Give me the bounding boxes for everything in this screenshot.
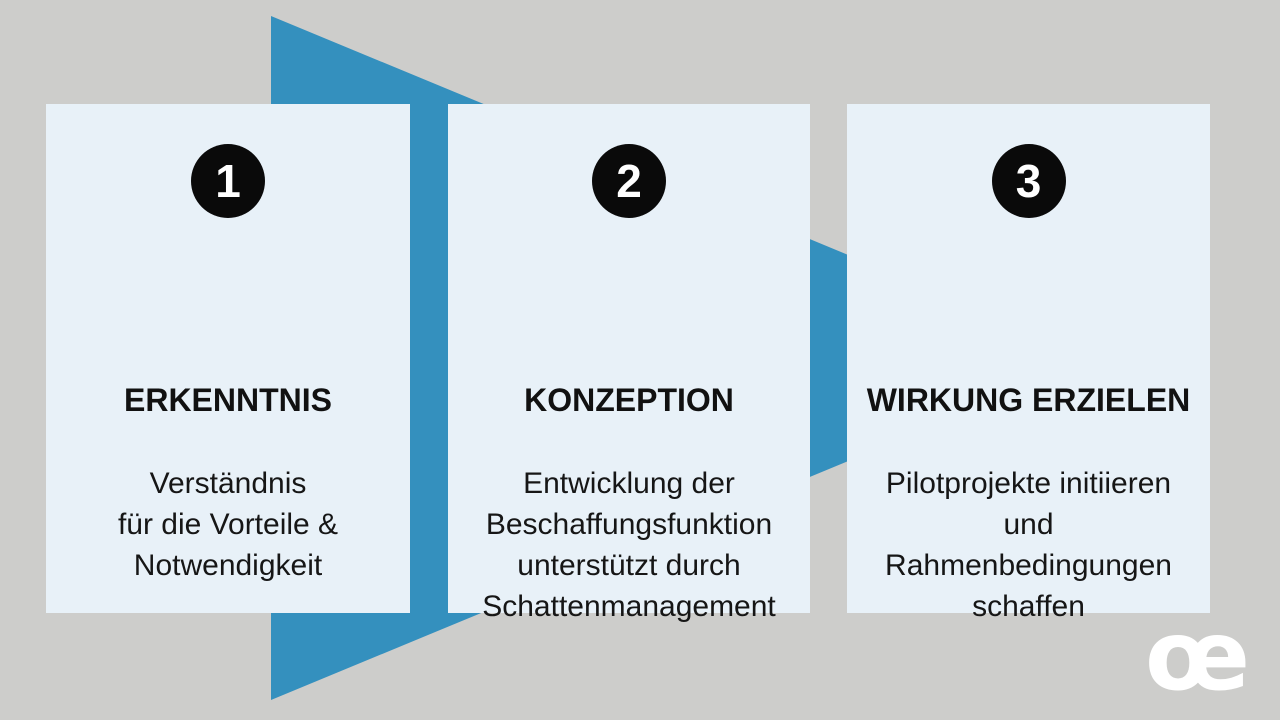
step-title: ERKENNTNIS bbox=[123, 382, 332, 418]
step-number-badge: 3 bbox=[991, 144, 1066, 218]
step-number: 1 bbox=[215, 155, 241, 207]
step-number: 2 bbox=[616, 155, 642, 207]
step-card-2: 2 KONZEPTION Entwicklung der Beschaffung… bbox=[448, 104, 810, 623]
step-description: Pilotprojekte initiieren und Rahmenbedin… bbox=[885, 467, 1172, 623]
step-title: KONZEPTION bbox=[524, 382, 734, 418]
step-description: Entwicklung der Beschaffungsfunktion unt… bbox=[482, 467, 776, 623]
step-title: WIRKUNG ERZIELEN bbox=[866, 382, 1191, 418]
step-card-3: 3 WIRKUNG ERZIELEN Pilotprojekte initiie… bbox=[847, 104, 1210, 623]
oe-logo: œ bbox=[1144, 600, 1250, 712]
step-number: 3 bbox=[1015, 155, 1042, 207]
step-card-1: 1 ERKENNTNIS Verständnis für die Vorteil… bbox=[46, 104, 410, 613]
step-number-badge: 1 bbox=[191, 144, 265, 218]
step-description: Verständnis für die Vorteile & Notwendig… bbox=[117, 467, 339, 582]
step-number-badge: 2 bbox=[592, 144, 666, 218]
